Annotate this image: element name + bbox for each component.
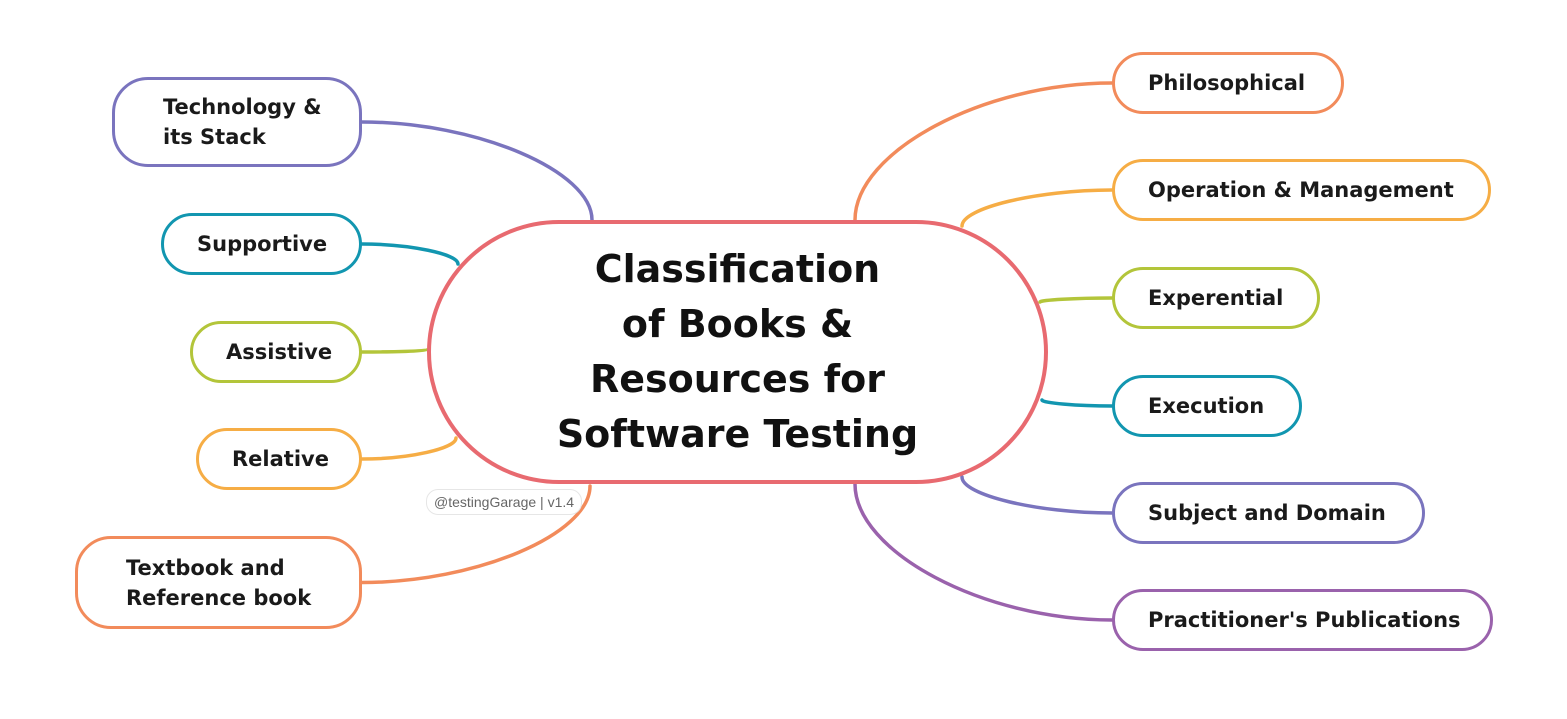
topic-label: Textbook and Reference book	[126, 555, 312, 610]
topic-label: Technology & its Stack	[163, 95, 322, 149]
topic-relative[interactable]: Relative	[196, 428, 362, 490]
topic-technology-stack[interactable]: Technology & its Stack	[112, 77, 362, 167]
connector-textbook-reference	[360, 484, 592, 585]
topic-textbook-reference[interactable]: Textbook and Reference book	[75, 536, 362, 629]
topic-label: Philosophical	[1148, 71, 1306, 95]
connector-operation-management	[960, 188, 1114, 228]
connector-assistive	[360, 348, 429, 354]
topic-label: Assistive	[226, 340, 333, 364]
connector-supportive	[360, 242, 460, 266]
topic-operation-management[interactable]: Operation & Management	[1112, 159, 1491, 221]
connector-execution	[1040, 398, 1114, 408]
topic-philosophical[interactable]: Philosophical	[1112, 52, 1344, 114]
central-topic-title: Classification of Books & Resources for …	[556, 247, 919, 456]
topic-label: Subject and Domain	[1148, 501, 1386, 525]
connector-relative	[360, 436, 458, 461]
topic-label: Relative	[232, 447, 329, 471]
topic-assistive[interactable]: Assistive	[190, 321, 362, 383]
topic-label: Practitioner's Publications	[1148, 608, 1461, 632]
topic-experential[interactable]: Experential	[1112, 267, 1320, 329]
topic-subject-domain[interactable]: Subject and Domain	[1112, 482, 1425, 544]
topic-supportive[interactable]: Supportive	[161, 213, 362, 275]
topic-label: Execution	[1148, 394, 1265, 418]
version-credit: @testingGarage | v1.4	[426, 489, 583, 515]
topic-label: Operation & Management	[1148, 178, 1454, 202]
connector-technology-stack	[360, 120, 594, 222]
central-topic[interactable]: Classification of Books & Resources for …	[427, 220, 1048, 484]
connector-experential	[1038, 296, 1114, 304]
connector-philosophical	[853, 81, 1114, 222]
connector-practitioners-publications	[853, 482, 1114, 622]
topic-execution[interactable]: Execution	[1112, 375, 1302, 437]
topic-label: Supportive	[197, 232, 328, 256]
connector-subject-domain	[960, 475, 1114, 515]
topic-label: Experential	[1148, 286, 1284, 310]
topic-practitioners-publications[interactable]: Practitioner's Publications	[1112, 589, 1493, 651]
